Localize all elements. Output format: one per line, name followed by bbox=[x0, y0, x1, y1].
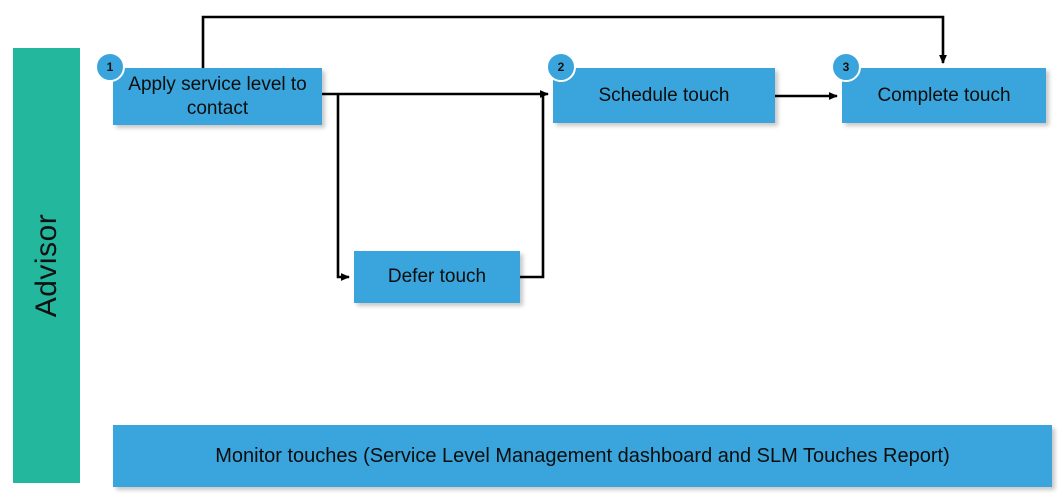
process-box-schedule-touch[interactable]: Schedule touch bbox=[553, 68, 775, 123]
swimlane-advisor: Advisor bbox=[13, 48, 80, 483]
connector-defer-to-schedule bbox=[520, 94, 545, 279]
step-badge-number: 1 bbox=[106, 60, 114, 74]
process-box-apply-service-level[interactable]: Apply service level to contact bbox=[113, 68, 322, 125]
step-badge-3: 3 bbox=[831, 52, 861, 82]
process-box-defer-touch[interactable]: Defer touch bbox=[354, 251, 520, 303]
process-box-label: Defer touch bbox=[387, 266, 487, 288]
process-box-monitor-touches[interactable]: Monitor touches (Service Level Managemen… bbox=[113, 425, 1052, 487]
process-box-label: Complete touch bbox=[877, 84, 1011, 106]
connector-apply-to-defer bbox=[336, 94, 350, 281]
process-box-complete-touch[interactable]: Complete touch bbox=[842, 68, 1046, 123]
process-box-label: Apply service level to contact bbox=[128, 73, 307, 119]
step-badge-number: 2 bbox=[557, 60, 565, 74]
step-badge-2: 2 bbox=[546, 52, 576, 82]
step-badge-number: 3 bbox=[842, 60, 850, 74]
swimlane-label: Advisor bbox=[29, 213, 63, 318]
process-box-label: Schedule touch bbox=[598, 84, 730, 106]
process-box-label: Monitor touches (Service Level Managemen… bbox=[215, 444, 950, 467]
step-badge-1: 1 bbox=[95, 52, 125, 82]
